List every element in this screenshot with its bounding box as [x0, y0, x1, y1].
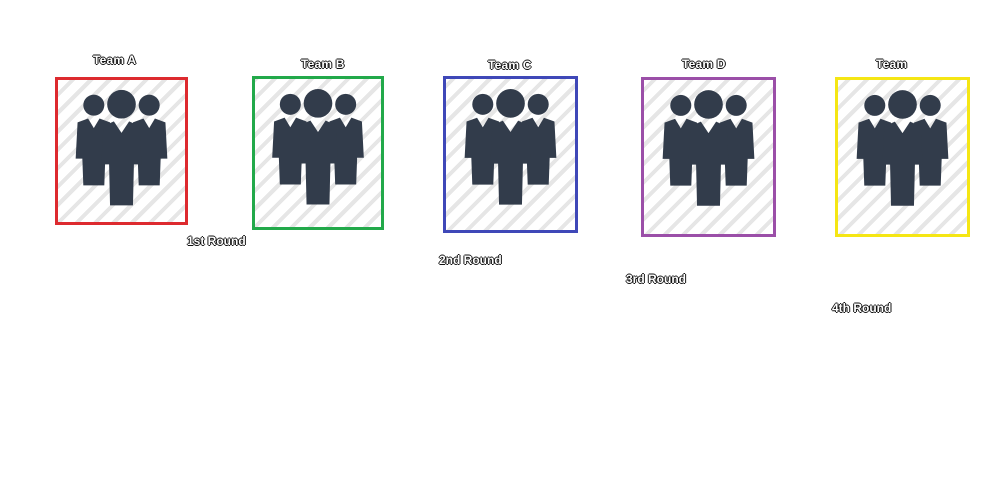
- team-a-label: Team A: [93, 53, 137, 67]
- team-d-label: Team D: [682, 57, 726, 71]
- team-b-card[interactable]: [252, 76, 384, 230]
- team-people-icon: [75, 89, 168, 206]
- team-b-label: Team B: [301, 57, 345, 71]
- team-d-card[interactable]: [641, 77, 776, 237]
- team-people-icon: [662, 90, 755, 206]
- team-people-icon: [272, 89, 364, 205]
- round-4-label: 4th Round: [832, 301, 892, 315]
- round-2-label: 2nd Round: [439, 253, 502, 267]
- team-c-card[interactable]: [443, 76, 578, 233]
- team-people-icon: [856, 90, 949, 206]
- team-people-icon: [464, 89, 557, 205]
- team-a-card[interactable]: [55, 77, 188, 225]
- team-e-card[interactable]: [835, 77, 970, 237]
- team-e-label: Team: [876, 57, 908, 71]
- round-3-label: 3rd Round: [626, 272, 686, 286]
- team-c-label: Team C: [488, 58, 532, 72]
- round-1-label: 1st Round: [187, 234, 246, 248]
